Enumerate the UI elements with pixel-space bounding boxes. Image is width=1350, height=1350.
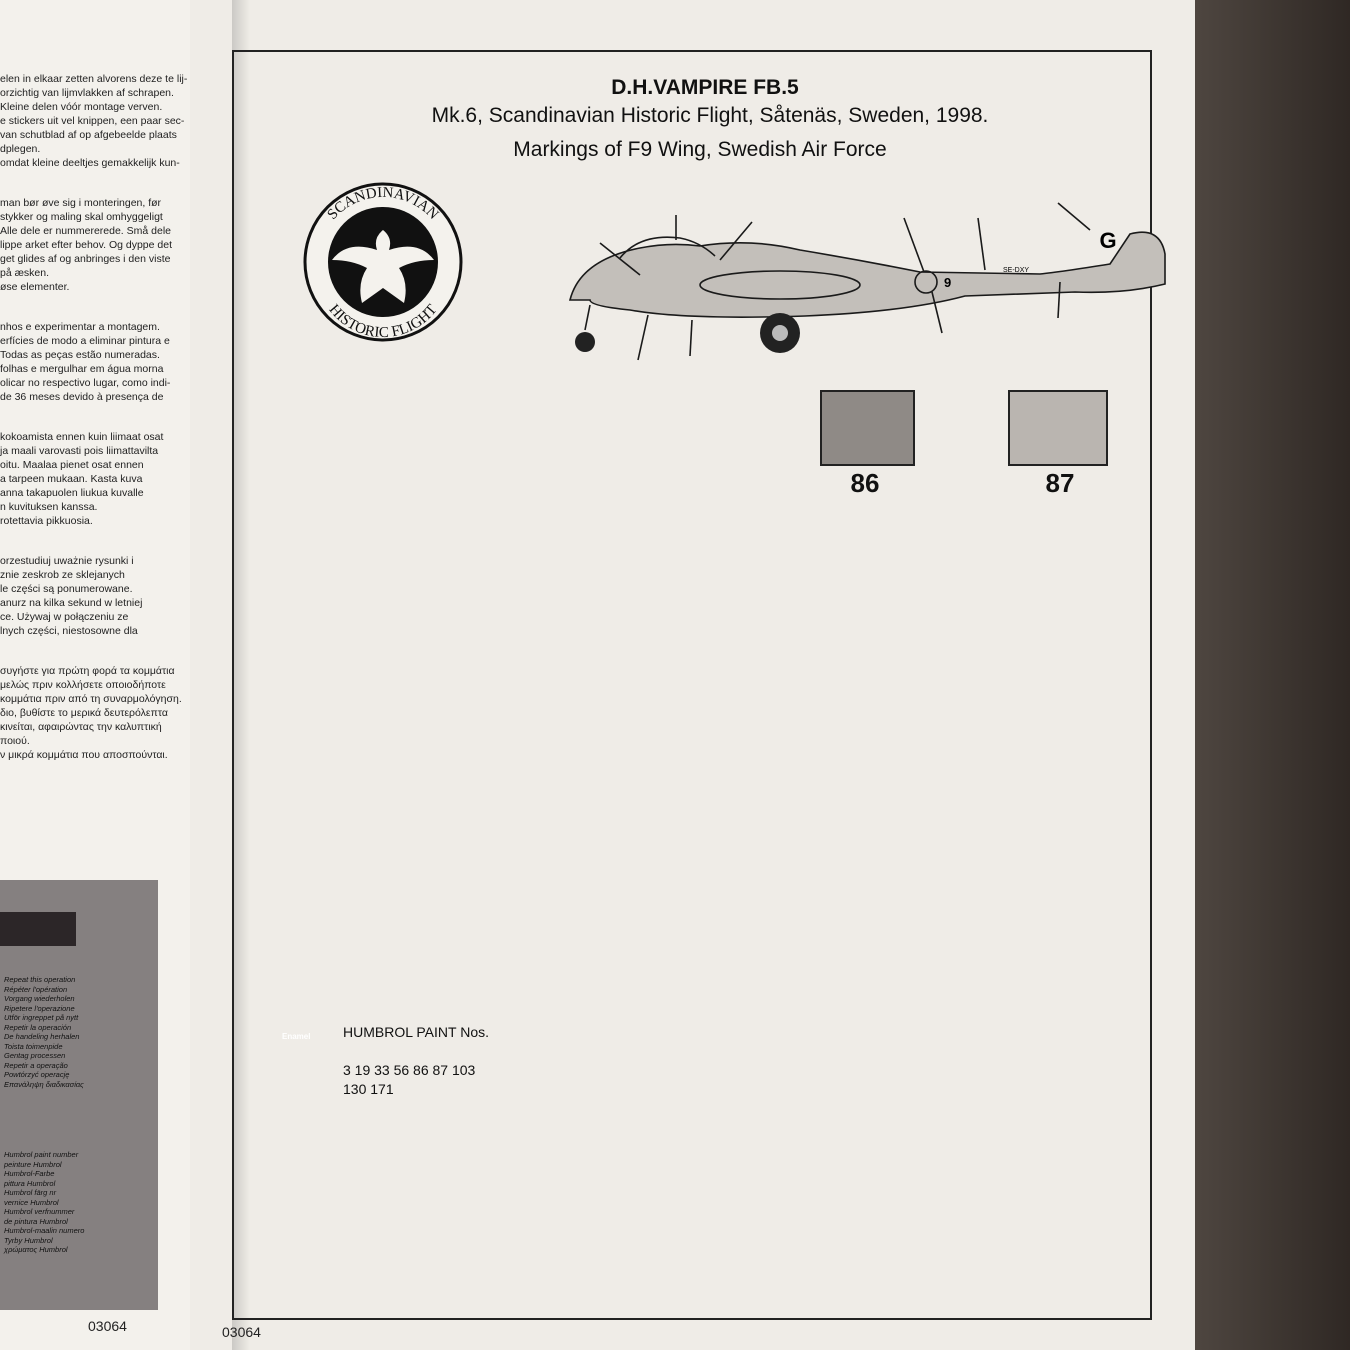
sheet-subtitle: Mk.6, Scandinavian Historic Flight, Såte…	[431, 104, 989, 127]
paint-numbers: 3 19 33 56 86 87 103 130 171	[343, 1062, 476, 1097]
instructions-portuguese: nhos e experimentar a montagem. erfícies…	[0, 321, 171, 403]
code-right: 03064	[222, 1324, 261, 1340]
instructions-danish: man bør øve sig i monteringen, før stykk…	[0, 197, 172, 293]
swatch-87-label: 87	[1045, 468, 1075, 498]
instructions-greek: συγήστε για πρώτη φορά τα κομμάτια μελώς…	[0, 665, 182, 761]
legend-panel	[0, 880, 158, 1310]
code-left: 03064	[88, 1318, 127, 1334]
side-registration: SE-DXY	[1003, 267, 1029, 274]
page-fold	[232, 0, 250, 1350]
background-right	[1195, 0, 1350, 1350]
instructions-polish: orzestudiuj uważnie rysunki i znie zeskr…	[0, 555, 143, 637]
scandinavian-historic-flight-logo: SCANDINAVIAN HISTORIC FLIGHT	[303, 182, 463, 342]
sheet-subtitle-2: Markings of F9 Wing, Swedish Air Force	[513, 138, 887, 161]
legend-bar	[0, 912, 76, 946]
paint-number-list: Humbrol paint number peinture Humbrol Hu…	[4, 1150, 85, 1254]
sheet-title: D.H.VAMPIRE FB.5	[611, 76, 799, 99]
swatch-86	[820, 390, 915, 466]
side-view-top: 9 SE-DXY G	[568, 202, 1166, 361]
swatch-87	[1008, 390, 1108, 466]
can-label: Enamel	[282, 1032, 311, 1041]
side-tail-letter: G	[1099, 228, 1116, 253]
swatch-86-label: 86	[850, 468, 880, 498]
paint-title: HUMBROL PAINT Nos.	[343, 1024, 489, 1040]
instructions-dutch: elen in elkaar zetten alvorens deze te l…	[0, 73, 188, 169]
instructions-finnish: kokoamista ennen kuin liimaat osat ja ma…	[0, 431, 164, 527]
left-instructions: elen in elkaar zetten alvorens deze te l…	[0, 58, 200, 788]
side-fuselage-number: 9	[944, 275, 951, 290]
paint-list: HUMBROL PAINT Nos. 3 19 33 56 86 87 103 …	[343, 1004, 489, 1118]
repeat-operation-list: Repeat this operation Répéter l'opératio…	[4, 975, 84, 1089]
sheet-frame	[232, 50, 1152, 1320]
